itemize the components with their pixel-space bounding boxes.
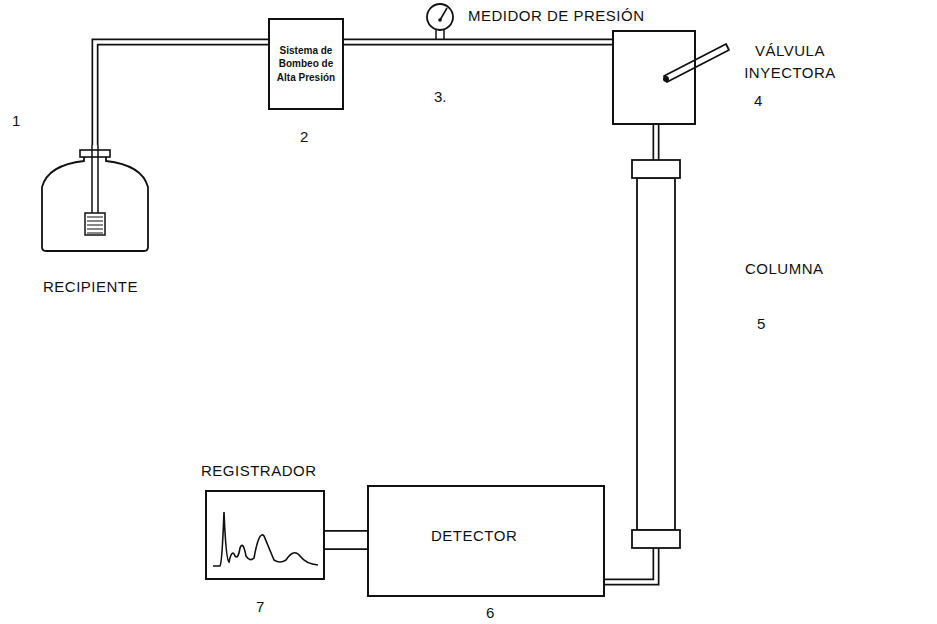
- box-text: Sistema de Bombeo de Alta Presión: [274, 44, 338, 85]
- component-label: MEDIDOR DE PRESIÓN: [468, 7, 645, 24]
- callout-number: 3.: [434, 88, 447, 105]
- callout-number: 4: [754, 92, 762, 109]
- chromatogram: [213, 512, 318, 566]
- component-label: VÁLVULA INYECTORA: [734, 40, 846, 84]
- pressure-gauge: MEDIDOR DE PRESIÓN: [426, 3, 454, 31]
- bottle-outline: [38, 145, 152, 253]
- tubing: [605, 548, 656, 582]
- column: COLUMNA: [632, 160, 680, 548]
- callout-number: 6: [486, 604, 494, 621]
- callout-number: 2: [300, 128, 308, 145]
- column-outline: [632, 160, 680, 548]
- callout-number: 1: [12, 112, 20, 129]
- callout-number: 7: [256, 598, 264, 615]
- box-text: DETECTOR: [431, 527, 517, 544]
- callout-number: 5: [757, 315, 765, 332]
- solvent-reservoir: RECIPIENTE: [38, 145, 152, 253]
- pump-box: Sistema de Bombeo de Alta Presión: [268, 18, 344, 110]
- component-label: COLUMNA: [745, 260, 824, 277]
- component-label: RECIPIENTE: [43, 278, 138, 295]
- valve-handle: [663, 44, 729, 82]
- component-label: REGISTRADOR: [201, 462, 317, 479]
- gauge-outline: [426, 3, 454, 31]
- tubing: [95, 42, 268, 145]
- injector-valve: VÁLVULA INYECTORA: [612, 30, 696, 125]
- recorder-box: REGISTRADOR: [205, 490, 325, 580]
- tubing: [344, 42, 612, 43]
- tubing: [656, 125, 657, 160]
- detector-box: DETECTOR: [367, 485, 605, 597]
- signal-cable: [325, 540, 367, 541]
